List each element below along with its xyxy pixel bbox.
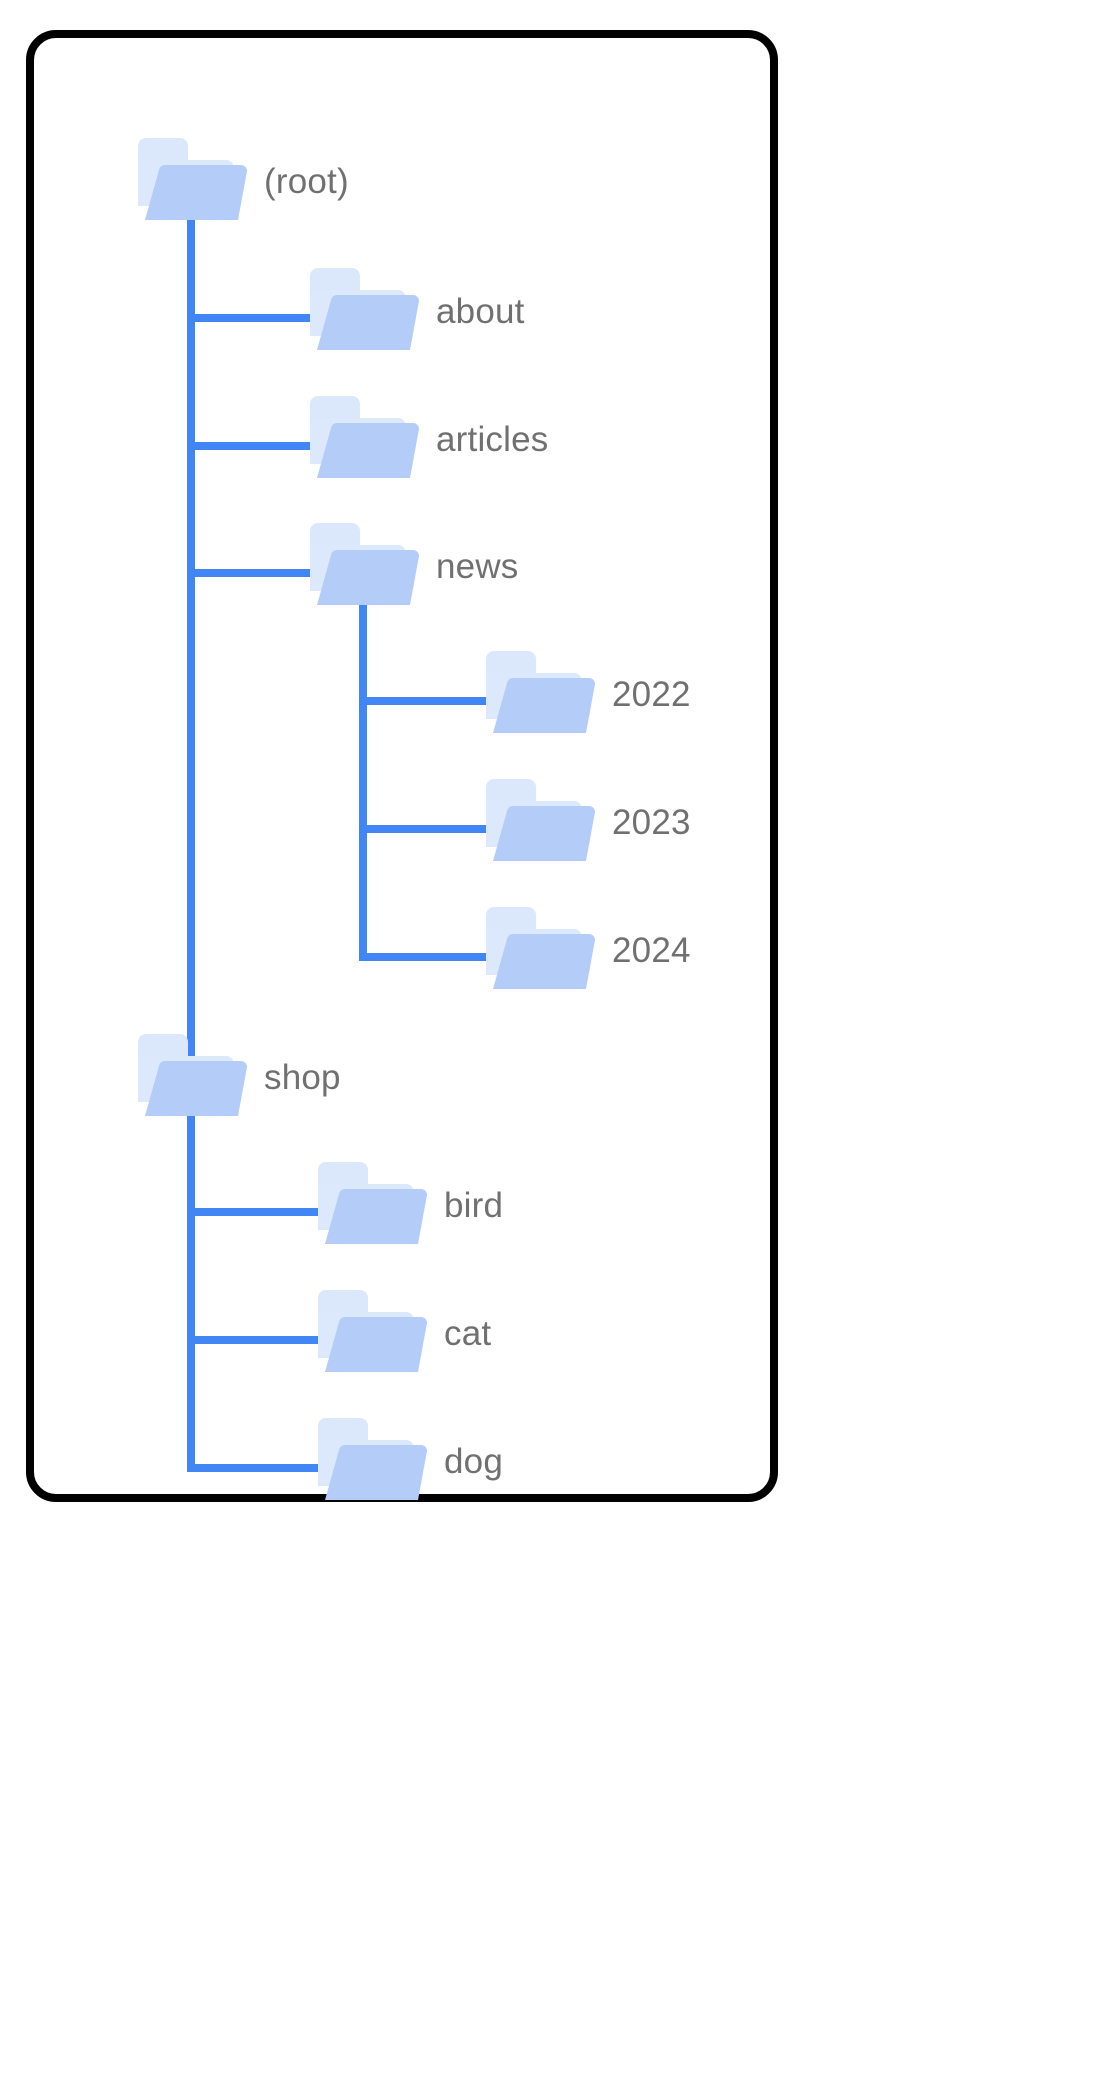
folder-icon: [482, 907, 598, 993]
folder-icon: [482, 651, 598, 737]
folder-icon: [306, 523, 422, 609]
tree-node-label: dog: [444, 1441, 503, 1481]
folder-icon: [482, 779, 598, 865]
tree-node-cat[interactable]: cat: [314, 1290, 491, 1376]
folder-icon: [306, 268, 422, 354]
tree-node-news[interactable]: news: [306, 523, 519, 609]
tree-node-root[interactable]: (root): [134, 138, 349, 224]
tree-node-label: 2024: [612, 930, 691, 970]
folder-icon: [134, 138, 250, 224]
diagram-card: (root) about articles news 2022 2023 2024 shop b…: [26, 30, 778, 1502]
tree-node-label: bird: [444, 1185, 504, 1225]
tree-node-label: articles: [436, 419, 549, 459]
folder-icon: [134, 1034, 250, 1120]
tree-node-bird[interactable]: bird: [314, 1162, 503, 1248]
folder-icon: [306, 396, 422, 482]
tree-node-about[interactable]: about: [306, 268, 525, 354]
tree-node-shop[interactable]: shop: [134, 1034, 341, 1120]
folder-icon: [314, 1418, 430, 1504]
tree-node-label: (root): [264, 161, 349, 201]
tree-node-label: 2022: [612, 674, 691, 714]
tree-node-label: shop: [264, 1057, 341, 1097]
folder-icon: [314, 1290, 430, 1376]
tree-connectors: [142, 220, 490, 1472]
tree-node-label: news: [436, 546, 519, 586]
folder-tree: (root) about articles news 2022 2023 2024 shop b…: [34, 38, 786, 1510]
tree-node-label: about: [436, 291, 525, 331]
tree-node-label: cat: [444, 1313, 492, 1353]
tree-node-articles[interactable]: articles: [306, 396, 548, 482]
folder-icon: [314, 1162, 430, 1248]
tree-node-dog[interactable]: dog: [314, 1418, 503, 1504]
tree-node-y2023[interactable]: 2023: [482, 779, 691, 865]
tree-node-label: 2023: [612, 802, 691, 842]
tree-node-y2024[interactable]: 2024: [482, 907, 691, 993]
tree-node-y2022[interactable]: 2022: [482, 651, 691, 737]
